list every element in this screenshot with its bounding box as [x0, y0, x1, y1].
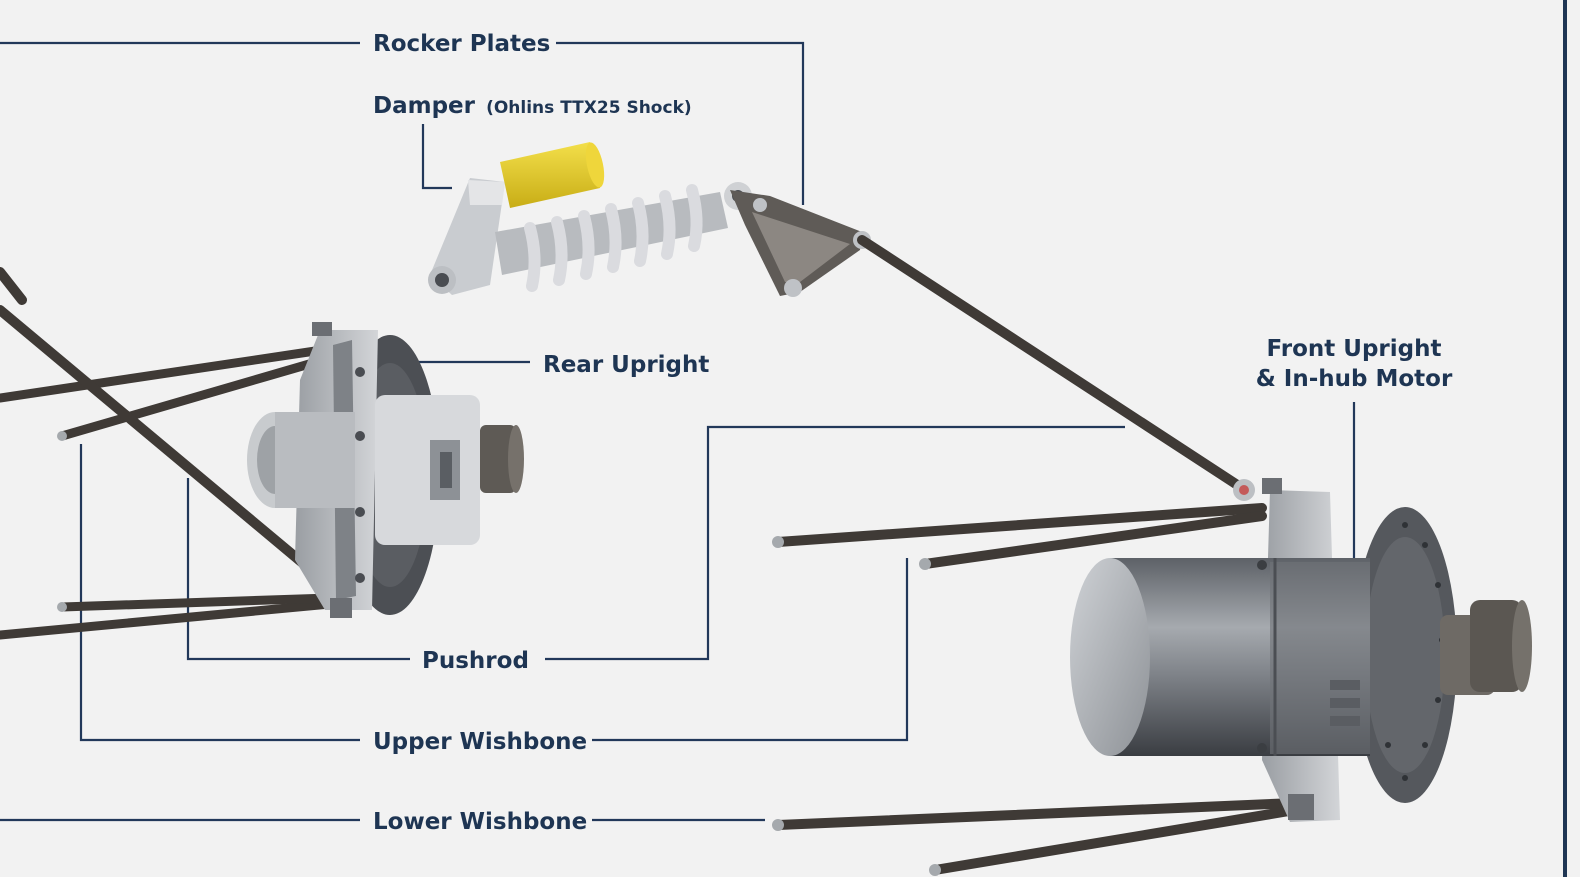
rear-wishbone-rods [0, 267, 335, 640]
damper-assembly [428, 142, 752, 295]
pushrod-leader-right [545, 425, 1125, 661]
rocker-plates [730, 190, 871, 297]
pushrod-leader-left [186, 478, 410, 661]
label-upper-wishbone: Upper Wishbone [373, 729, 587, 755]
front-wishbone-rods [772, 503, 1300, 876]
label-damper-title: Damper [373, 93, 476, 119]
label-front-upright-line2: & In-hub Motor [1256, 366, 1453, 392]
label-front-upright-line1: Front Upright [1267, 336, 1442, 362]
label-damper-detail: (Ohlins TTX25 Shock) [486, 98, 692, 118]
rocker-plates-leader-right [556, 41, 805, 205]
rear-upright-assembly [247, 322, 524, 618]
label-lower-wishbone: Lower Wishbone [373, 809, 587, 835]
pushrod-rod [857, 235, 1255, 501]
leader-lines [0, 41, 1356, 822]
label-rocker-plates: Rocker Plates [373, 31, 550, 57]
upper-wishbone-leader-left [79, 444, 360, 742]
front-upright-motor-assembly [1070, 478, 1532, 822]
damper-leader [421, 124, 452, 190]
labels: Rocker Plates Damper (Ohlins TTX25 Shock… [373, 31, 1453, 835]
right-border [1563, 0, 1567, 877]
label-rear-upright: Rear Upright [543, 352, 709, 378]
upper-wishbone-leader-right [592, 558, 909, 742]
label-pushrod: Pushrod [422, 648, 529, 674]
label-damper: Damper (Ohlins TTX25 Shock) [373, 93, 692, 119]
